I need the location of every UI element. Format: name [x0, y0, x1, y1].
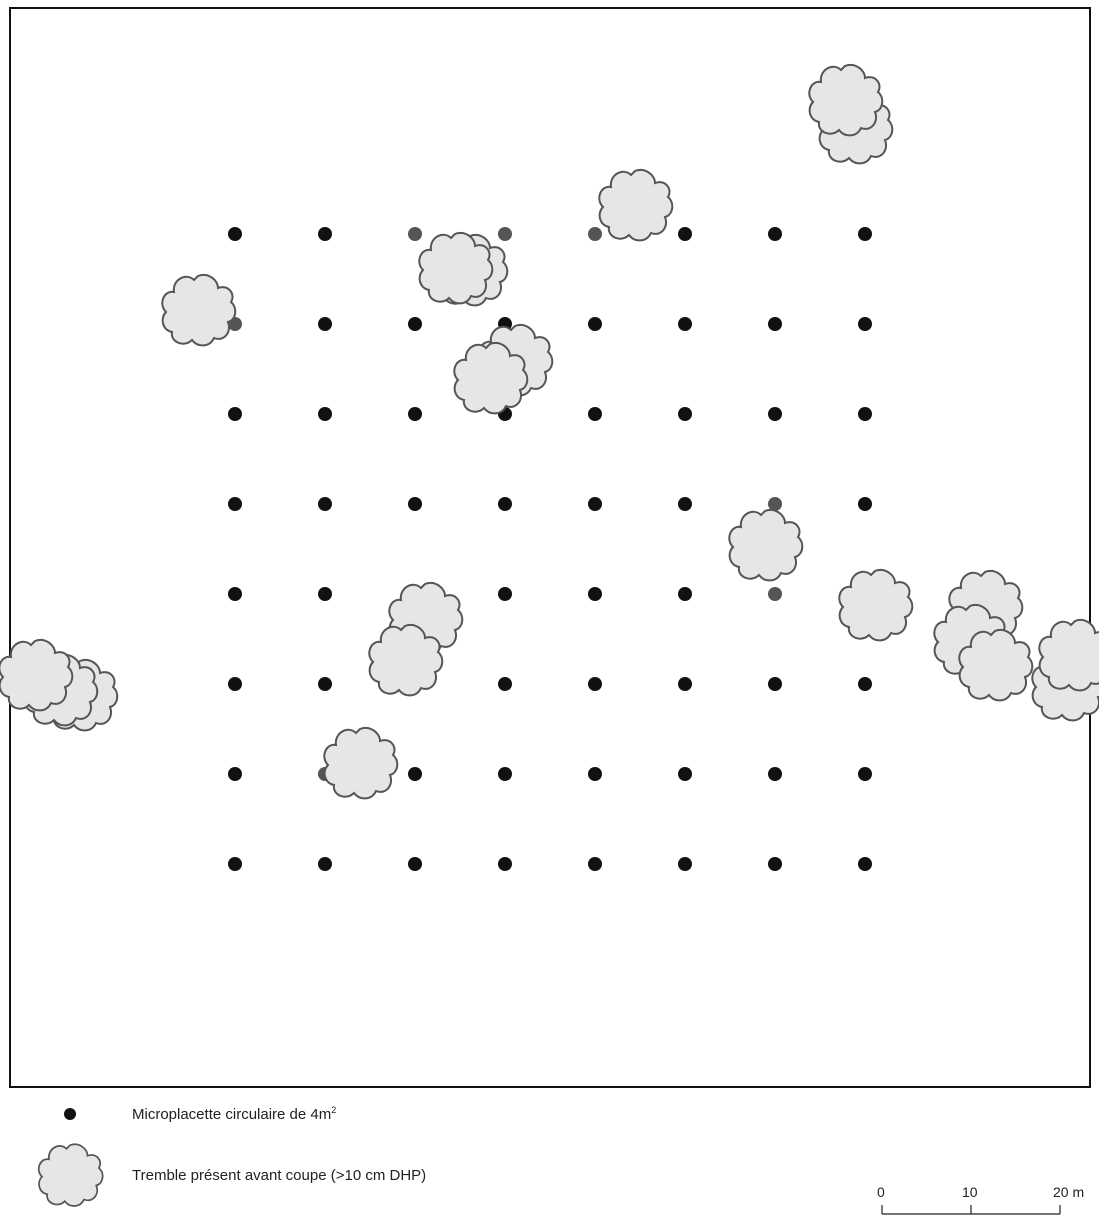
microplot-point — [408, 317, 422, 331]
microplot-point — [408, 227, 422, 241]
microplot-point — [498, 857, 512, 871]
microplot-point — [498, 767, 512, 781]
microplot-point — [588, 677, 602, 691]
microplot-point — [678, 587, 692, 601]
microplot-point — [318, 677, 332, 691]
microplot-point — [768, 767, 782, 781]
microplot-point — [678, 857, 692, 871]
plot-frame — [10, 8, 1090, 1087]
microplot-point — [678, 767, 692, 781]
microplot-point — [408, 407, 422, 421]
legend-aspen: Tremble présent avant coupe (>10 cm DHP) — [30, 1140, 426, 1210]
microplot-point — [678, 407, 692, 421]
microplot-point — [678, 317, 692, 331]
microplot-point — [318, 317, 332, 331]
microplot-point — [588, 497, 602, 511]
microplot-point — [768, 407, 782, 421]
microplot-point — [588, 587, 602, 601]
aspen-crown-legend-icon — [30, 1140, 110, 1210]
microplot-point — [498, 677, 512, 691]
microplot-point — [408, 497, 422, 511]
microplot-point — [228, 227, 242, 241]
microplot-point — [678, 677, 692, 691]
microplot-point — [858, 677, 872, 691]
aspen-crown — [809, 65, 882, 135]
aspen-crown — [324, 728, 397, 798]
scale-bar: 0 10 20 m — [860, 1180, 1090, 1219]
aspen-crown — [729, 510, 802, 580]
aspen-crown — [839, 570, 912, 640]
microplot-point — [408, 857, 422, 871]
microplot-point — [498, 227, 512, 241]
microplot-point — [768, 587, 782, 601]
microplot-point — [768, 857, 782, 871]
microplot-point — [318, 497, 332, 511]
aspen-crown — [959, 630, 1032, 700]
microplot-point — [498, 587, 512, 601]
microplot-point — [498, 497, 512, 511]
microplot-point — [678, 227, 692, 241]
aspen-crown — [162, 275, 235, 345]
microplot-point — [588, 407, 602, 421]
microplot-point — [228, 677, 242, 691]
scale-label-20: 20 m — [1053, 1184, 1084, 1200]
microplot-point — [858, 227, 872, 241]
aspen-crowns — [0, 65, 1099, 798]
microplot-point — [678, 497, 692, 511]
microplot-point — [858, 407, 872, 421]
aspen-crown — [0, 640, 72, 710]
microplot-point — [228, 587, 242, 601]
microplot-point — [858, 857, 872, 871]
microplot-point — [858, 767, 872, 781]
microplot-point — [228, 407, 242, 421]
microplot-point — [588, 857, 602, 871]
aspen-crown — [1039, 620, 1099, 690]
microplot-point — [318, 587, 332, 601]
legend-microplot: Microplacette circulaire de 4m2 — [60, 1104, 336, 1124]
microplot-point — [228, 497, 242, 511]
microplot-point — [318, 227, 332, 241]
microplot-point — [408, 767, 422, 781]
microplot-point — [228, 767, 242, 781]
microplot-point — [858, 317, 872, 331]
microplot-point — [318, 857, 332, 871]
microplot-point — [228, 857, 242, 871]
scale-bar-line — [860, 1202, 1090, 1222]
microplot-point — [318, 407, 332, 421]
microplot-point — [768, 677, 782, 691]
microplot-point — [858, 497, 872, 511]
aspen-legend-label: Tremble présent avant coupe (>10 cm DHP) — [132, 1167, 426, 1184]
scale-label-10: 10 — [962, 1184, 978, 1200]
microplot-point — [768, 317, 782, 331]
aspen-crown — [599, 170, 672, 240]
microplot-point — [768, 227, 782, 241]
microplot-legend-icon — [60, 1104, 80, 1124]
microplot-legend-label: Microplacette circulaire de 4m — [132, 1106, 331, 1123]
microplot-point — [588, 227, 602, 241]
scale-label-0: 0 — [877, 1184, 885, 1200]
microplot-legend-superscript: 2 — [331, 1105, 336, 1115]
microplot-point — [588, 767, 602, 781]
microplot-point — [588, 317, 602, 331]
